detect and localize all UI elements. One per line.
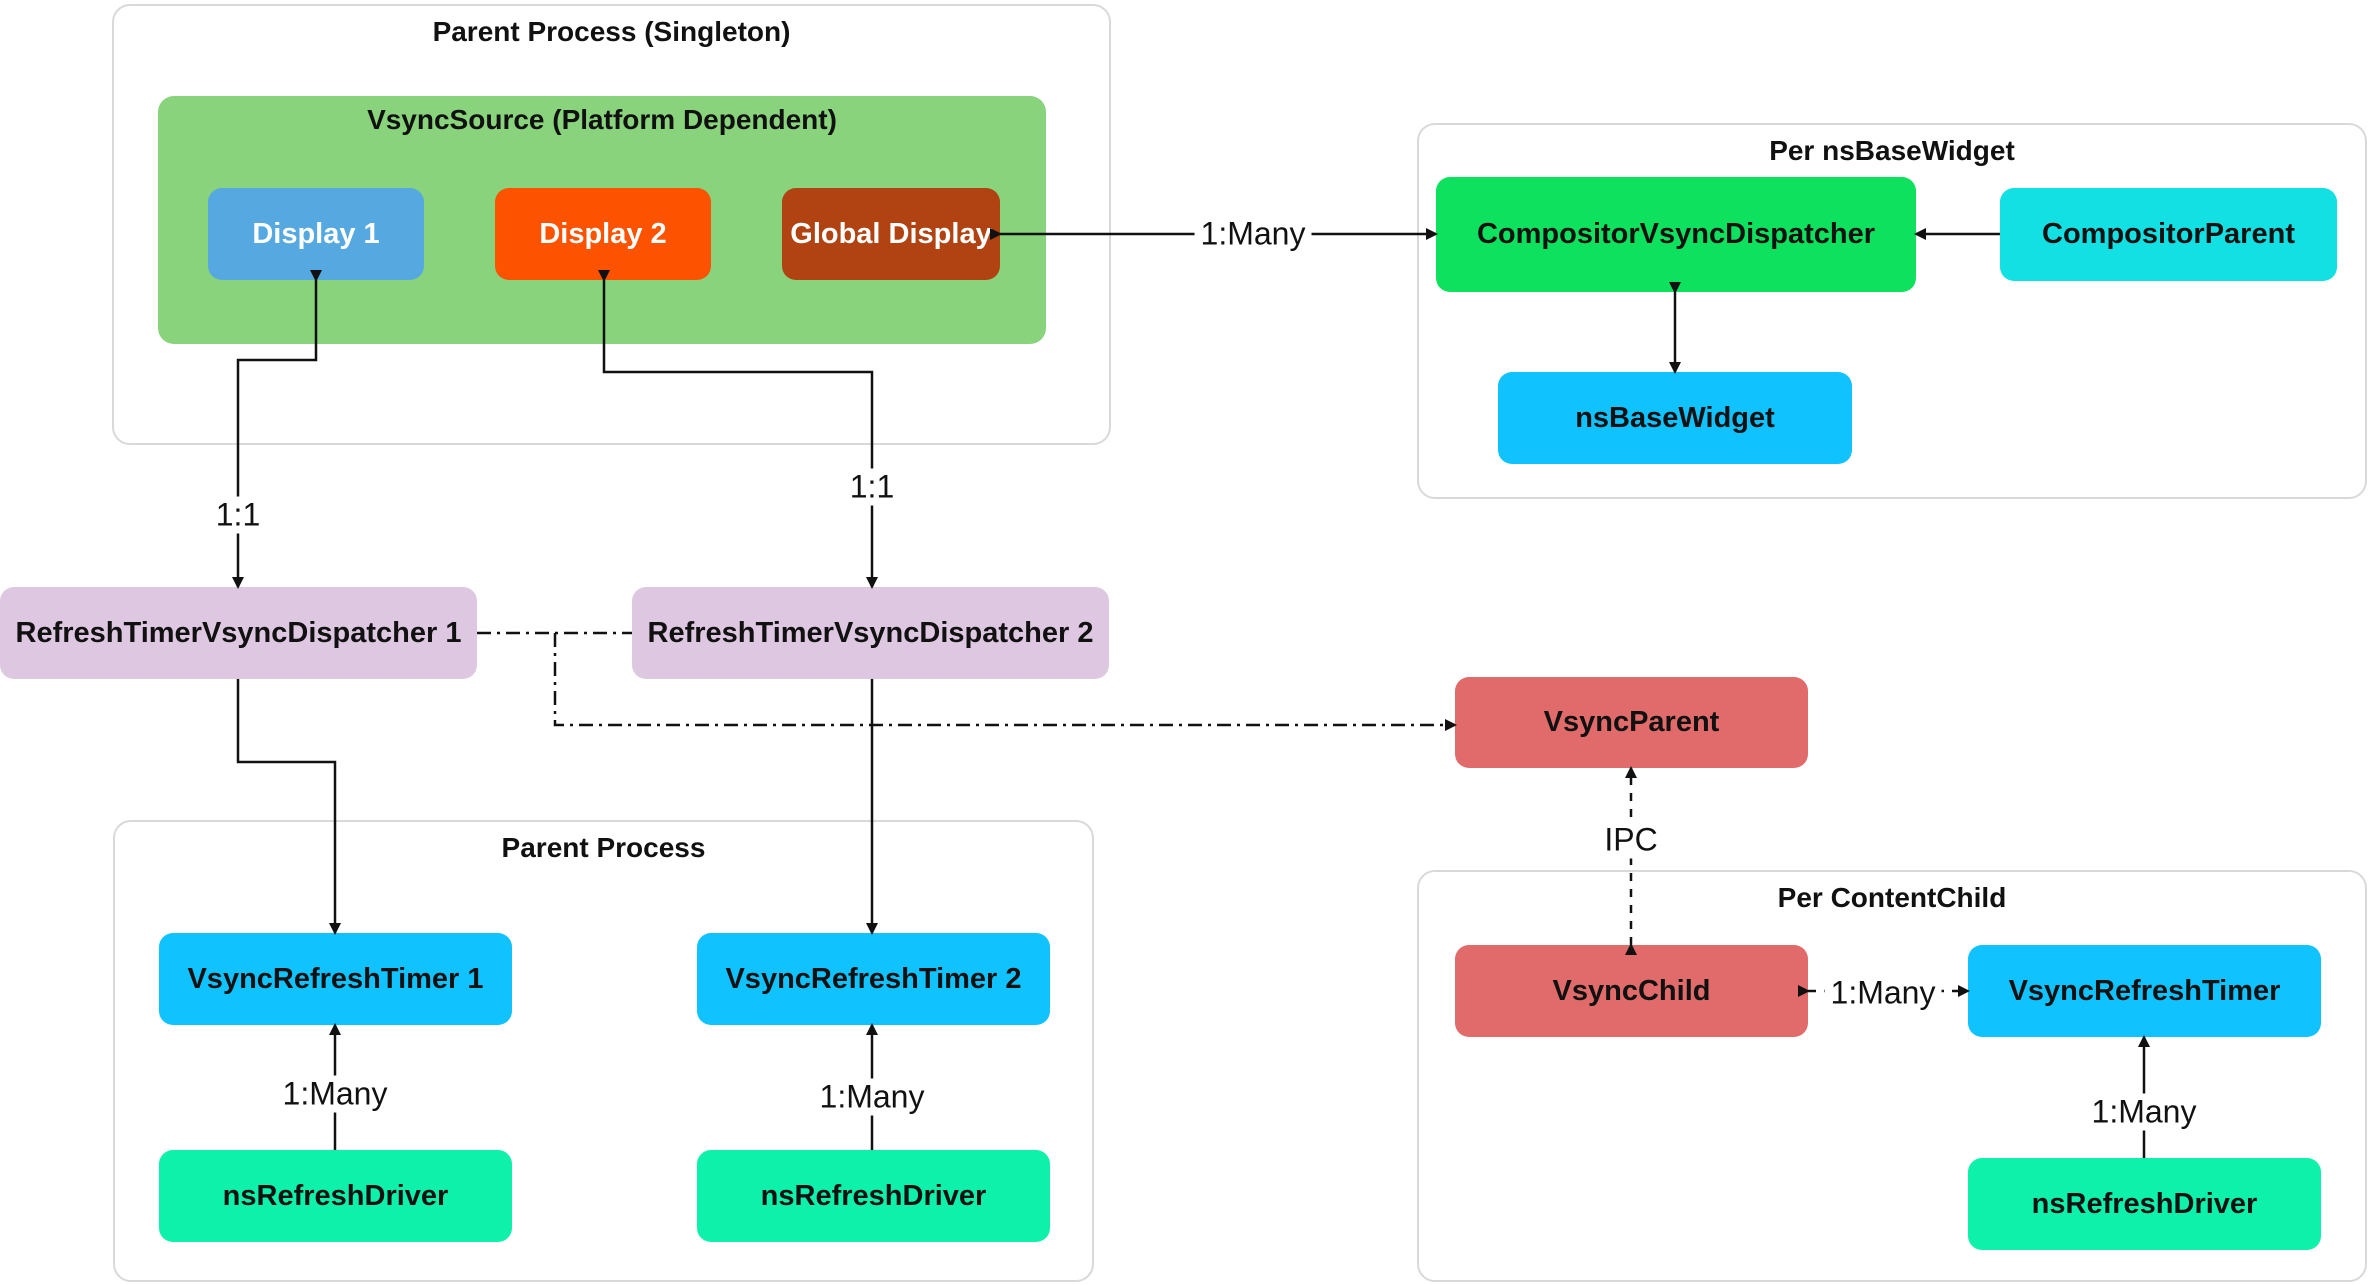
node-vsync-refresh-timer-1: VsyncRefreshTimer 1: [159, 933, 512, 1025]
edge-label-timer1-driver: 1:Many: [276, 1075, 394, 1113]
node-vsync-refresh-timer: VsyncRefreshTimer: [1968, 945, 2321, 1037]
node-compositor-vsync-dispatcher: CompositorVsyncDispatcher: [1436, 177, 1916, 292]
edge-label-display2-dispatcher2: 1:1: [843, 468, 901, 506]
group-title: VsyncSource (Platform Dependent): [367, 104, 837, 135]
node-global-display: Global Display: [782, 188, 1000, 280]
node-refresh-timer-vsync-dispatcher-2: RefreshTimerVsyncDispatcher 2: [632, 587, 1109, 679]
node-vsync-child: VsyncChild: [1455, 945, 1808, 1037]
node-nsbasewidget: nsBaseWidget: [1498, 372, 1852, 464]
edge-label-timer2-driver: 1:Many: [813, 1078, 931, 1116]
node-ns-refresh-driver-1: nsRefreshDriver: [159, 1150, 512, 1242]
group-title: Parent Process (Singleton): [432, 16, 791, 47]
node-vsync-parent: VsyncParent: [1455, 677, 1808, 768]
edge-label-child-timer: 1:Many: [1824, 974, 1942, 1012]
edge-label-timer-driver3: 1:Many: [2085, 1093, 2203, 1131]
group-title: Parent Process: [501, 832, 706, 863]
group-title: Per ContentChild: [1777, 882, 2007, 913]
node-display-2: Display 2: [495, 188, 711, 280]
edge-label-global-compositor: 1:Many: [1194, 215, 1312, 253]
node-compositor-parent: CompositorParent: [2000, 188, 2337, 281]
node-ns-refresh-driver-3: nsRefreshDriver: [1968, 1158, 2321, 1250]
node-refresh-timer-vsync-dispatcher-1: RefreshTimerVsyncDispatcher 1: [0, 587, 477, 679]
edge-label-ipc: IPC: [1598, 821, 1664, 859]
node-vsync-refresh-timer-2: VsyncRefreshTimer 2: [697, 933, 1050, 1025]
node-display-1: Display 1: [208, 188, 424, 280]
node-ns-refresh-driver-2: nsRefreshDriver: [697, 1150, 1050, 1242]
edge-label-display1-dispatcher1: 1:1: [209, 496, 267, 534]
group-title: Per nsBaseWidget: [1769, 135, 2015, 166]
